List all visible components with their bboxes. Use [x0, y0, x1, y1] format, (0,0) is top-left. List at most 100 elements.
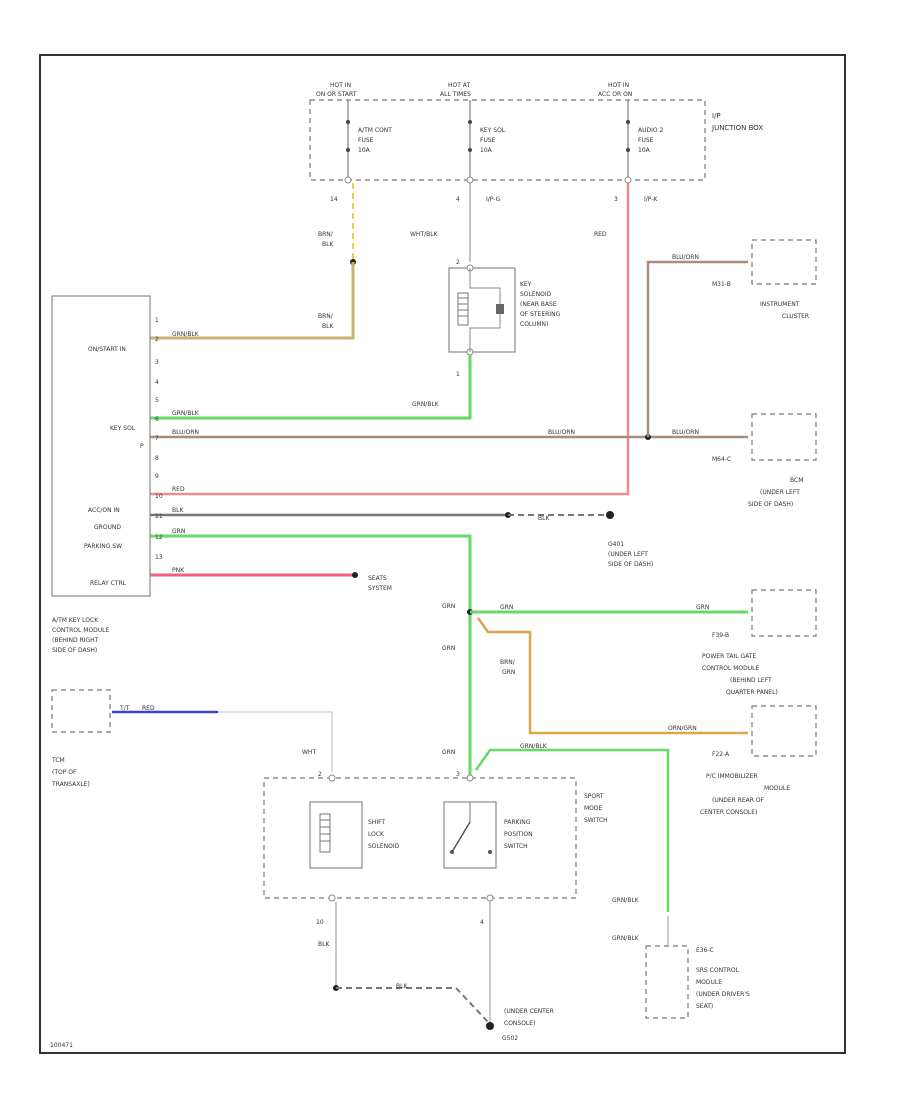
sport-pin-4	[486, 894, 494, 902]
hot-label-2b: ALL TIMES	[440, 91, 471, 98]
wire-blk-lower-label: BLK	[318, 941, 330, 948]
wire-grnblk-label: GRN/BLK	[412, 401, 440, 408]
module-pin-11: 11	[155, 513, 163, 520]
wire-wht-blk-label: WHT/BLK	[410, 231, 439, 238]
module-caption-4: SIDE OF DASH)	[52, 647, 97, 654]
module-label-key-sol: KEY SOL	[110, 425, 136, 432]
module-caption-3: (BEHIND RIGHT	[52, 637, 99, 644]
immobilizer-caption-2: MODULE	[764, 785, 790, 792]
pin-label-ipk: I/P-K	[644, 196, 658, 203]
ground-lower-code: G502	[502, 1035, 518, 1042]
wire-grn-blk-srs-label: GRN/BLK	[520, 743, 548, 750]
bcm-connector: M64-C	[712, 456, 731, 463]
srs-box	[645, 945, 689, 1019]
fuse-1-type: FUSE	[358, 137, 374, 144]
wire-brn-blk-label-4: BLK	[322, 323, 334, 330]
sport-pin-10-label: 10	[316, 919, 324, 926]
wire-bluorn-label-2: BLU/ORN	[672, 429, 699, 436]
pin-label-ipg: I/P-G	[486, 196, 501, 203]
module-pin-5: 5	[155, 397, 159, 404]
splice-pnk	[352, 572, 358, 578]
hot-label-1b: ON OR START	[316, 91, 357, 98]
fuse-2-rating: 10A	[480, 147, 493, 154]
parking-switch-caption-3: SWITCH	[504, 843, 528, 850]
sport-pin-2	[328, 774, 336, 782]
wire-grn-blk-keysol	[150, 355, 472, 420]
key-solenoid-pin-2-label: 2	[456, 259, 460, 266]
module-pin-2: 2	[155, 336, 159, 343]
wire-grn-blk-srs	[474, 748, 670, 912]
ground-g401-caption-2: (UNDER LEFT	[608, 551, 648, 558]
pin-4	[466, 176, 474, 184]
immobilizer-caption-1: P/C IMMOBILIZER	[706, 773, 758, 780]
wire-grn-blk-srs-label-3: GRN/BLK	[612, 935, 640, 942]
shift-lock-caption-1: SHIFT	[368, 819, 385, 826]
power-tailgate-caption-4: QUARTER PANEL)	[726, 689, 778, 696]
module-pin-12: 12	[155, 534, 163, 541]
ground-lower-icon	[486, 1022, 494, 1030]
module-label-relay: RELAY CTRL	[90, 580, 127, 587]
shift-lock-caption-2: LOCK	[368, 831, 385, 838]
key-solenoid-caption-2: SOLENOID	[520, 291, 552, 298]
wire-brn-blk-label-2: BLK	[322, 241, 334, 248]
key-solenoid-caption-4: OF STEERING	[520, 311, 561, 318]
wire-blk-lower-dashed	[336, 987, 489, 1023]
module-pin-13: 13	[155, 554, 163, 561]
power-tailgate-connector: F39-B	[712, 632, 729, 639]
wire-grn-label-2: GRN	[500, 604, 513, 611]
parking-switch-pivot	[450, 850, 454, 854]
tcm-caption-1: TCM	[51, 757, 65, 764]
module-caption-1: A/TM KEY LOCK	[52, 617, 99, 624]
sport-pin-3-label: 3	[456, 771, 460, 778]
module-caption-2: CONTROL MODULE	[52, 627, 109, 634]
junction-box-title-1: I/P	[712, 112, 721, 120]
immobilizer-caption-3: (UNDER REAR OF	[712, 797, 765, 804]
bcm-caption-1: BCM	[790, 477, 803, 484]
fuse-1-name: A/TM CONT	[358, 127, 392, 134]
pin-label-4: 4	[456, 196, 460, 203]
wire-blk-lower-code: BLK	[396, 983, 408, 990]
wire-tcm-light	[218, 711, 333, 772]
ground-lower-caption-1: (UNDER CENTER	[504, 1008, 554, 1015]
immobilizer-caption-4: CENTER CONSOLE)	[700, 809, 757, 816]
instrument-cluster-connector: M31-B	[712, 281, 731, 288]
module-pin-4a: 4	[155, 379, 159, 386]
power-tailgate-caption-3: (BEHIND LEFT	[730, 677, 772, 684]
module-pin-10: 10	[155, 493, 163, 500]
fuse-2-type: FUSE	[480, 137, 496, 144]
module-pin-1: 1	[155, 317, 159, 324]
module-pin-6: 6	[155, 416, 159, 423]
sport-mode-switch-outline	[263, 777, 577, 899]
wire-grn-parking	[150, 534, 472, 775]
shift-lock-winding-icon	[320, 819, 330, 842]
immobilizer-connector: F22-A	[712, 751, 730, 758]
pin-label-3: 3	[614, 196, 618, 203]
wire-bluorn-label-1: BLU/ORN	[548, 429, 575, 436]
module-wire-code-5: BLK	[172, 507, 184, 514]
shift-lock-caption-3: SOLENOID	[368, 843, 400, 850]
fuse-1-dot-bottom	[346, 148, 350, 152]
module-label-parking: PARKING SW	[84, 543, 122, 550]
wire-brn-grn	[476, 617, 748, 735]
wire-brn-blk-label-3: BRN/	[318, 313, 334, 320]
pin-14	[344, 176, 352, 184]
wire-bluorn-label-3: BLU/ORN	[672, 254, 699, 261]
tcm-caption-3: TRANSAXLE)	[51, 781, 90, 788]
power-tailgate-box	[751, 589, 817, 637]
shift-lock-solenoid-box	[309, 801, 363, 869]
module-label-p: P	[140, 443, 144, 450]
tcm-box	[51, 689, 111, 733]
key-solenoid-core-icon	[496, 304, 504, 314]
wire-grn-blk-srs-label-2: GRN/BLK	[612, 897, 640, 904]
ground-lower-caption-2: CONSOLE)	[504, 1020, 535, 1027]
srs-caption-2: MODULE	[696, 979, 722, 986]
junction-box-outline	[309, 99, 706, 181]
instrument-cluster-box	[751, 239, 817, 285]
key-solenoid-caption-1: KEY	[520, 281, 532, 288]
module-wire-code-7: PNK	[172, 567, 185, 574]
key-solenoid-pin-1-label: 1	[456, 371, 460, 378]
hot-label-1a: HOT IN	[330, 82, 351, 89]
module-pin-3: 3	[155, 359, 159, 366]
sport-pin-10	[328, 894, 336, 902]
